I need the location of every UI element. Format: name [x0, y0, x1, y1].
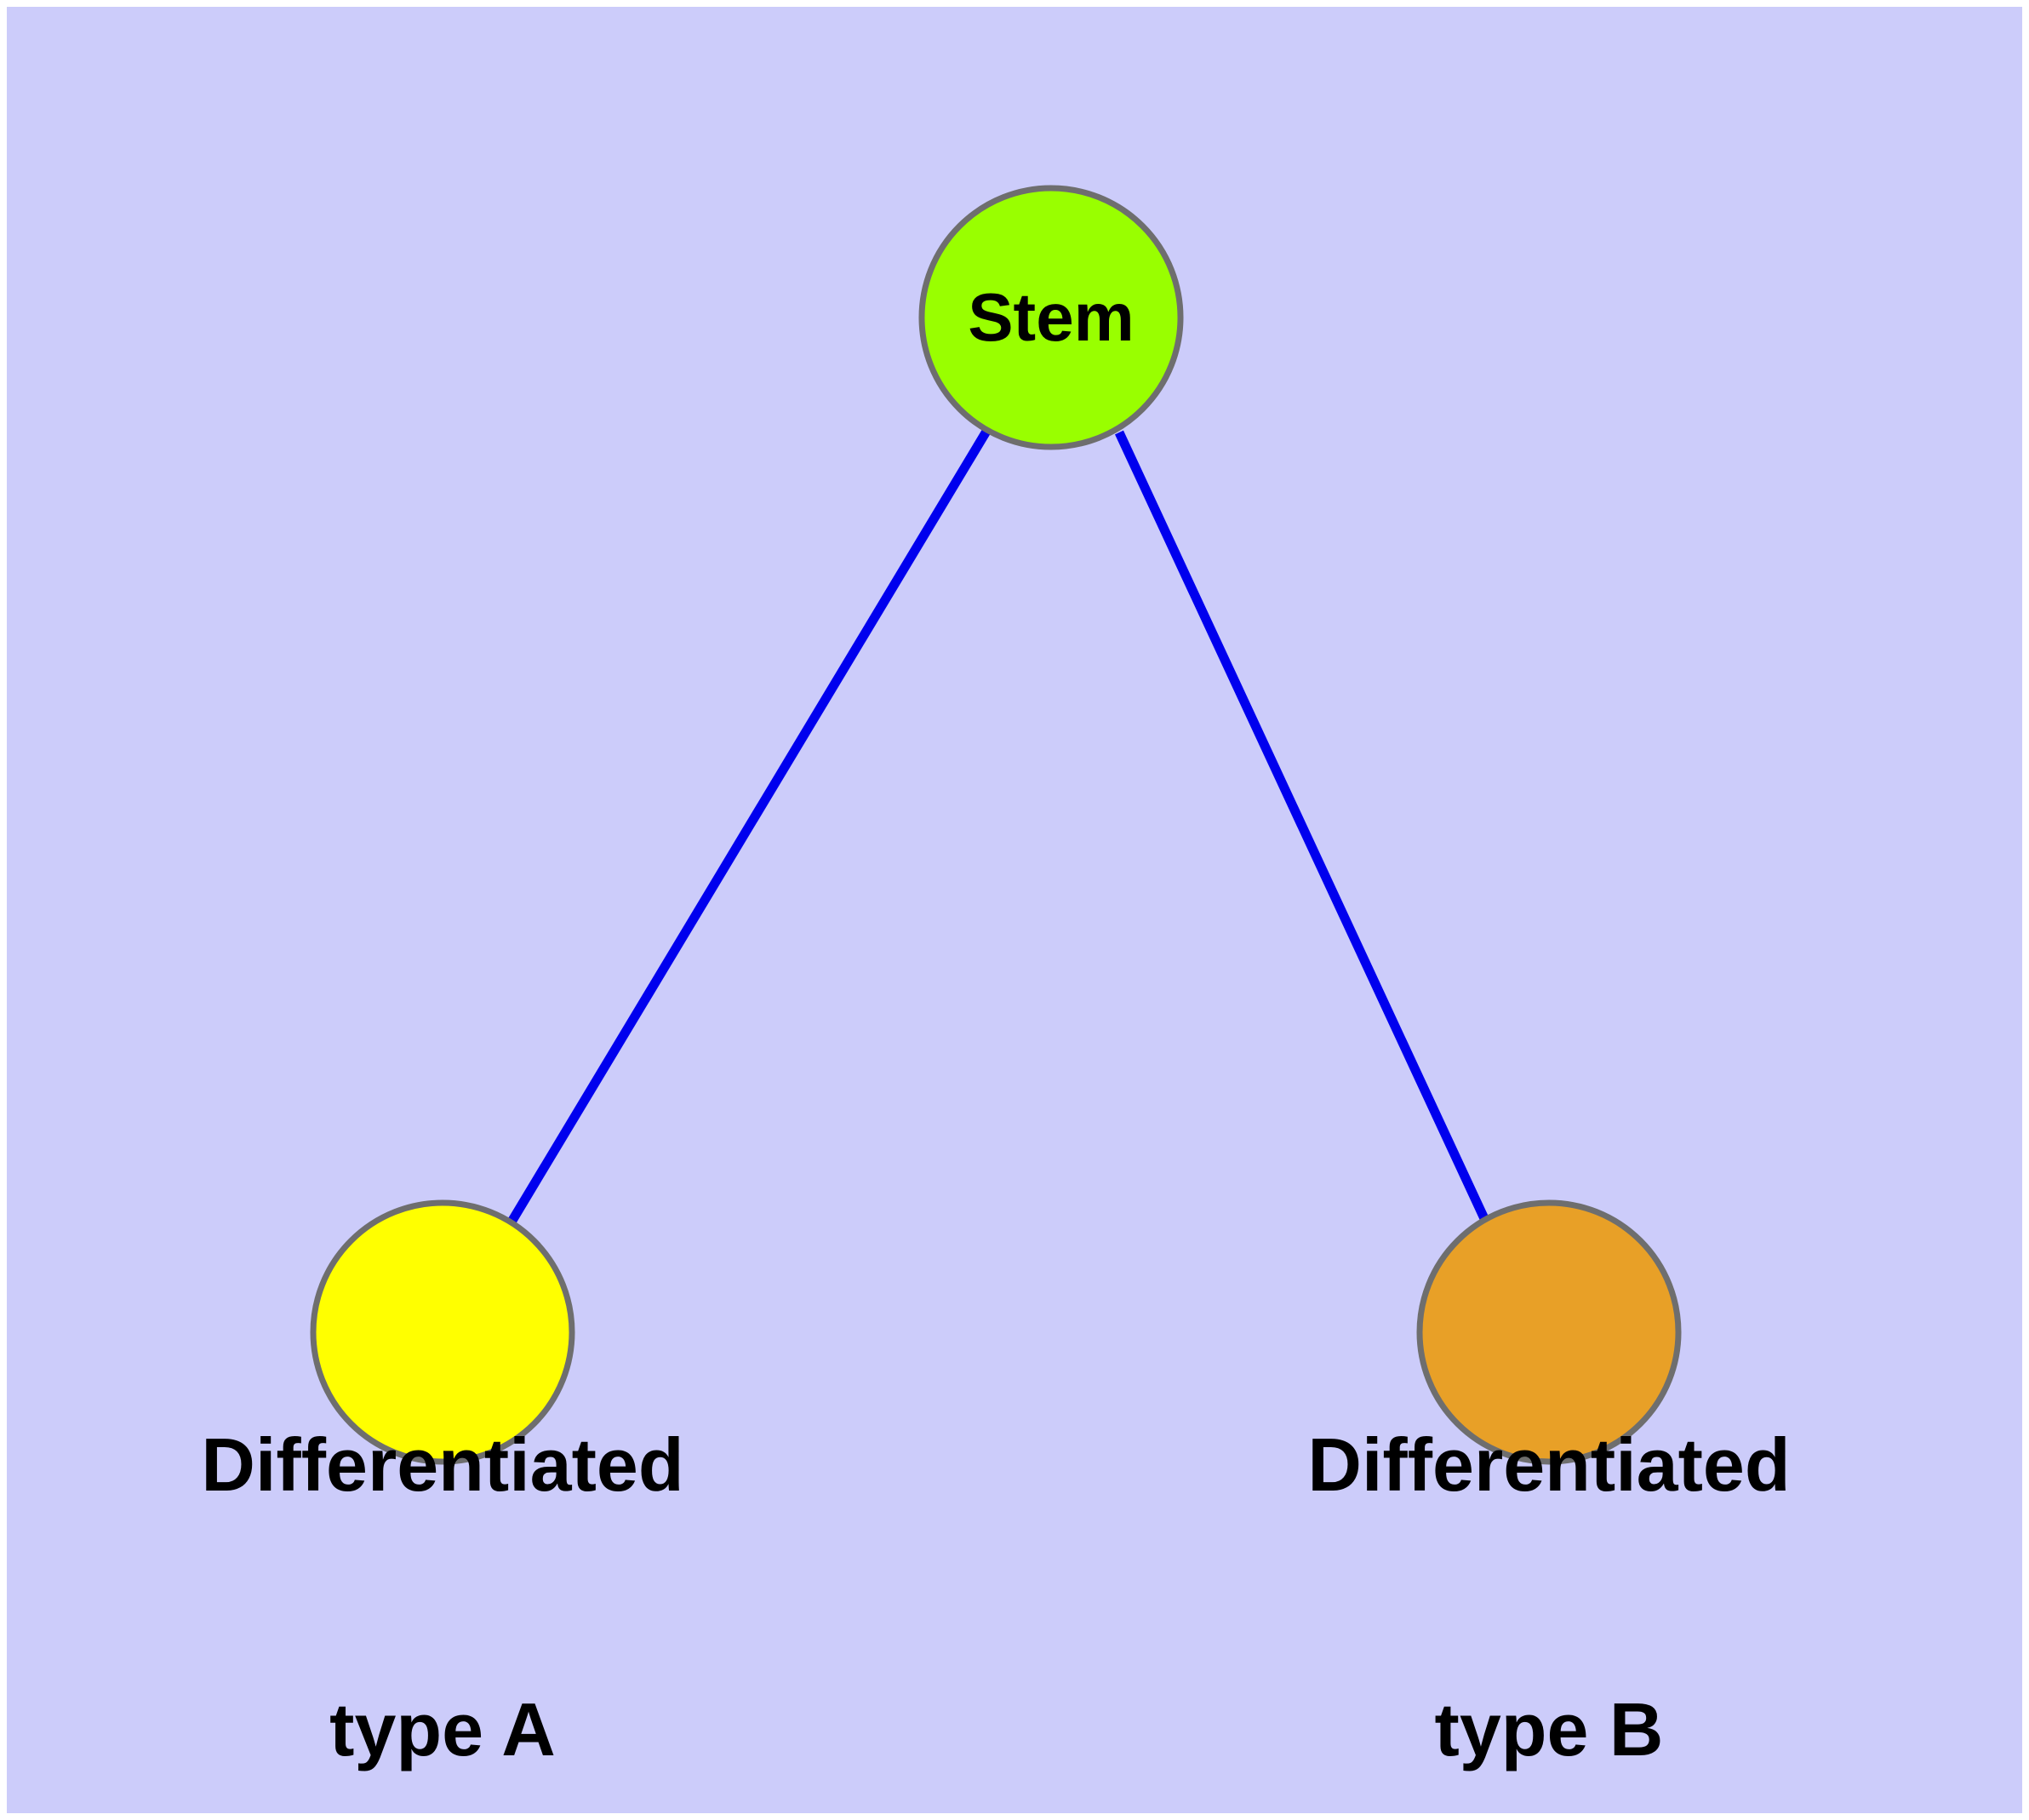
node-diff-a[interactable] — [313, 1203, 572, 1462]
node-stem[interactable] — [922, 188, 1180, 447]
node-diff-b[interactable] — [1420, 1203, 1678, 1462]
node-circle-diff-b[interactable] — [1416, 1199, 1682, 1465]
edge-stem-to-diff-b — [1115, 430, 1492, 1228]
node-circle-stem[interactable] — [918, 185, 1184, 450]
edge-layer — [506, 427, 1492, 1228]
node-layer — [310, 185, 1682, 1465]
edge-stem-to-diff-a — [506, 427, 992, 1226]
node-circle-diff-a[interactable] — [310, 1199, 575, 1465]
